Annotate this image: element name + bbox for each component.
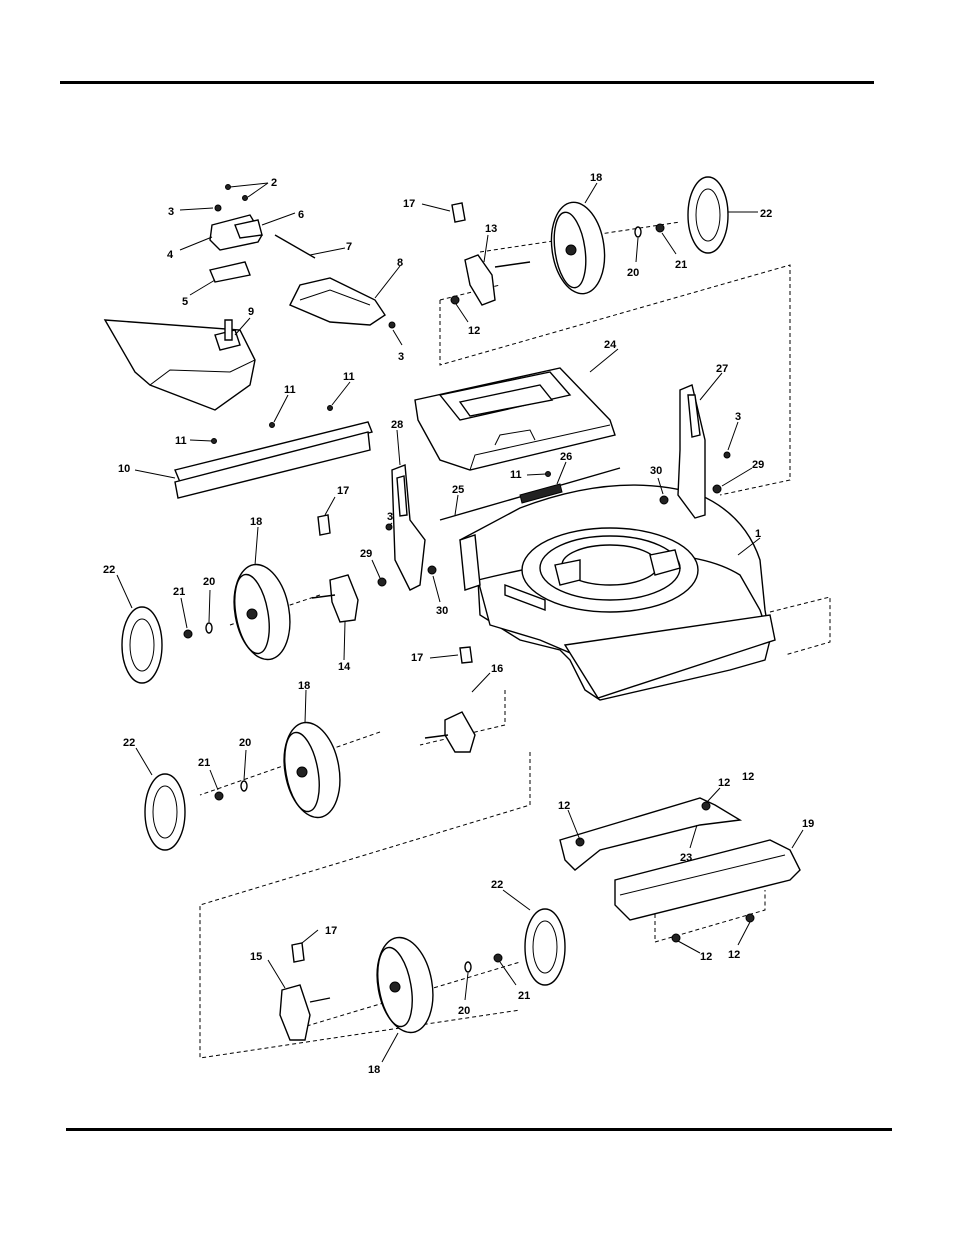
callout-label: 9 — [248, 306, 254, 318]
wheel-lower-left — [277, 718, 347, 822]
callout-label: 8 — [397, 257, 403, 269]
callout-label: 14 — [338, 661, 351, 673]
callout-label: 16 — [491, 663, 503, 675]
callout-label: 21 — [675, 259, 687, 271]
callout-label: 6 — [298, 209, 304, 221]
wheel-bottom — [370, 933, 440, 1037]
callout-label: 5 — [182, 296, 188, 308]
callout-label: 11 — [343, 371, 355, 383]
wheel-mid-left — [227, 560, 297, 664]
callout-label: 12 — [728, 949, 740, 961]
callout-label: 12 — [718, 777, 730, 789]
callout-label: 30 — [650, 465, 662, 477]
callout-label: 27 — [716, 363, 728, 375]
callout-label: 15 — [250, 951, 262, 963]
callout-label: 20 — [203, 576, 215, 588]
callout-label: 12 — [558, 800, 570, 812]
callout-label: 11 — [510, 469, 522, 481]
discharge-chute — [105, 320, 255, 410]
callout-label: 3 — [168, 206, 174, 218]
callout-label: 18 — [590, 172, 602, 184]
callout-label: 3 — [735, 411, 741, 423]
callout-label: 20 — [627, 267, 639, 279]
callout-label: 19 — [802, 818, 814, 830]
callout-label: 29 — [360, 548, 372, 560]
callout-label: 21 — [518, 990, 530, 1002]
callout-label: 3 — [398, 351, 404, 363]
wheel-top-right — [546, 199, 610, 297]
callout-label: 21 — [173, 586, 185, 598]
mower-deck — [460, 485, 775, 700]
callout-label: 17 — [337, 485, 349, 497]
callout-label: 22 — [760, 208, 772, 220]
callout-label: 21 — [198, 757, 210, 769]
callout-label: 11 — [284, 384, 296, 396]
callout-label: 17 — [411, 652, 423, 664]
callout-label: 17 — [325, 925, 337, 937]
callout-label: 24 — [604, 339, 617, 351]
callout-label: 22 — [123, 737, 135, 749]
callout-label: 7 — [346, 241, 352, 253]
callout-label: 12 — [468, 325, 480, 337]
callout-label: 18 — [298, 680, 310, 692]
pivot-brackets — [280, 255, 530, 1040]
callout-label: 1 — [755, 528, 761, 540]
callout-label: 25 — [452, 484, 464, 496]
callout-label: 17 — [403, 198, 415, 210]
callout-label: 20 — [458, 1005, 470, 1017]
callout-label: 26 — [560, 451, 572, 463]
callout-label: 12 — [700, 951, 712, 963]
bag-frame — [415, 368, 615, 470]
callout-label: 11 — [175, 435, 187, 447]
callout-label: 29 — [752, 459, 764, 471]
callout-label: 20 — [239, 737, 251, 749]
callout-label: 3 — [387, 511, 393, 523]
callout-label: 4 — [167, 249, 174, 261]
callout-label: 18 — [368, 1064, 380, 1076]
callout-label: 12 — [742, 771, 754, 783]
callout-label: 18 — [250, 516, 262, 528]
callout-label: 10 — [118, 463, 130, 475]
deflector — [290, 278, 385, 325]
callout-label: 28 — [391, 419, 403, 431]
callout-label: 30 — [436, 605, 448, 617]
callout-label: 13 — [485, 223, 497, 235]
callout-label: 2 — [271, 177, 277, 189]
callout-label: 22 — [491, 879, 503, 891]
callout-label: 22 — [103, 564, 115, 576]
callout-label: 23 — [680, 852, 692, 864]
